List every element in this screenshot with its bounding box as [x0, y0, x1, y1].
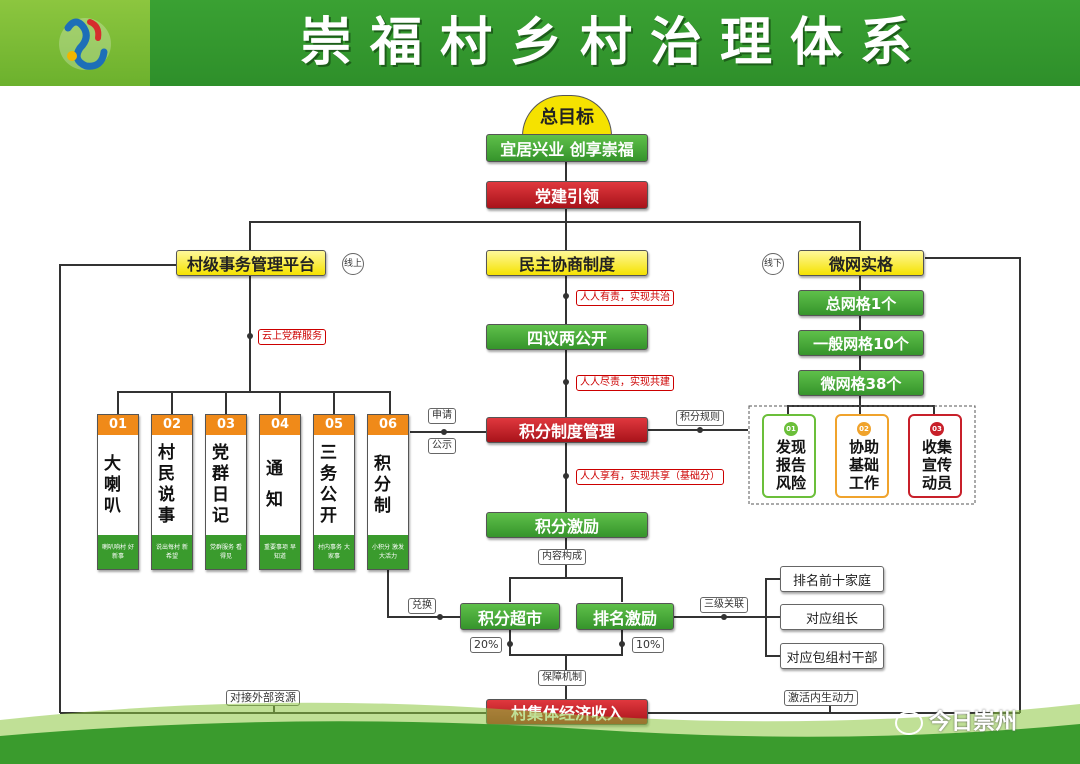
header-banner: 崇福村乡村治理体系 — [0, 0, 1080, 86]
rank-cadre-text: 对应包组村干部 — [786, 650, 878, 666]
three-level-tag: 三级关联 — [700, 597, 748, 613]
exchange-tag: 兑换 — [408, 598, 436, 614]
grid-general-text: 一般网格10个 — [813, 334, 909, 353]
resp3-tag: 人人享有，实现共享（基础分） — [576, 469, 724, 485]
grid-task-card-01: 01 发现报告风险 — [762, 414, 816, 498]
watermark-text: 今日崇州 — [929, 710, 1018, 735]
column-04: 04 通 知重要事项 早知道 — [259, 414, 301, 570]
goal-text: 宜居兴业 创享崇福 — [500, 140, 634, 159]
column-number: 01 — [98, 415, 138, 435]
grid-general-box: 一般网格10个 — [798, 330, 924, 356]
party-text: 党建引领 — [534, 187, 599, 206]
ranking-text: 排名激励 — [592, 608, 657, 628]
wechat-icon — [895, 711, 923, 735]
watermark: 今日崇州 — [895, 704, 1017, 736]
points-incentive-box: 积分激励 — [486, 512, 648, 538]
platform-box: 村级事务管理平台 — [176, 250, 326, 276]
offline-badge: 线下 — [762, 253, 784, 275]
column-title: 三务公开 — [316, 443, 336, 527]
column-02: 02 村民说事说出每村 新希望 — [151, 414, 193, 570]
column-06: 06 积分制小积分 激发大活力 — [367, 414, 409, 570]
column-footer: 重要事项 早知道 — [260, 535, 300, 569]
content-tag: 内容构成 — [538, 549, 586, 565]
card-text: 发现报告风险 — [775, 438, 806, 492]
rank-leader-box: 对应组长 — [780, 604, 884, 630]
logo-icon — [59, 18, 111, 70]
goal-box: 宜居兴业 创享崇福 — [486, 134, 648, 162]
rank-cadre-box: 对应包组村干部 — [780, 643, 884, 669]
card-number: 01 — [784, 422, 798, 436]
column-footer: 小积分 激发大活力 — [368, 535, 408, 569]
card-text: 协助基础工作 — [848, 438, 879, 492]
ranking-box: 排名激励 — [576, 603, 674, 630]
rank-top10-text: 排名前十家庭 — [792, 573, 871, 589]
card-text: 收集宣传动员 — [921, 438, 952, 492]
column-number: 02 — [152, 415, 192, 435]
column-footer: 喇叭响村 好新事 — [98, 535, 138, 569]
democracy-text: 民主协商制度 — [518, 255, 615, 274]
column-title: 党群日记 — [208, 443, 228, 527]
column-footer: 党群服务 看得见 — [206, 535, 246, 569]
grid-box: 微网实格 — [798, 250, 924, 276]
points-incentive-text: 积分激励 — [534, 517, 599, 536]
grid-task-card-03: 03 收集宣传动员 — [908, 414, 962, 498]
platform-text: 村级事务管理平台 — [186, 255, 315, 274]
publicize-tag: 公示 — [428, 438, 456, 454]
points-mgmt-box: 积分制度管理 — [486, 417, 648, 443]
resp2-tag: 人人尽责，实现共建 — [576, 375, 674, 391]
column-number: 05 — [314, 415, 354, 435]
page-title: 崇福村乡村治理体系 — [299, 13, 930, 73]
points-market-text: 积分超市 — [477, 608, 542, 628]
card-number: 03 — [930, 422, 944, 436]
democracy-box: 民主协商制度 — [486, 250, 648, 276]
grid-micro-text: 微网格38个 — [820, 374, 902, 393]
column-number: 04 — [260, 415, 300, 435]
grid-text: 微网实格 — [828, 255, 893, 274]
external-tag: 对接外部资源 — [226, 690, 300, 706]
column-title: 大喇叭 — [100, 453, 120, 517]
cloud-tag: 云上党群服务 — [258, 329, 326, 345]
column-title: 村民说事 — [154, 443, 174, 527]
column-footer: 说出每村 新希望 — [152, 535, 192, 569]
card-number: 02 — [857, 422, 871, 436]
points-mgmt-text: 积分制度管理 — [518, 422, 615, 441]
column-title: 积分制 — [370, 453, 390, 517]
column-number: 06 — [368, 415, 408, 435]
grid-total-text: 总网格1个 — [825, 294, 897, 313]
column-footer: 村内事务 大家事 — [314, 535, 354, 569]
online-badge: 线上 — [342, 253, 364, 275]
internal-tag: 激活内生动力 — [784, 690, 858, 706]
bottom-wave — [0, 702, 1080, 764]
siyi-box: 四议两公开 — [486, 324, 648, 350]
column-05: 05 三务公开村内事务 大家事 — [313, 414, 355, 570]
rank-leader-text: 对应组长 — [805, 611, 858, 627]
column-number: 03 — [206, 415, 246, 435]
goal-title-text: 总目标 — [540, 107, 594, 128]
points-rules-tag: 积分规则 — [676, 410, 724, 426]
column-title: 通 知 — [262, 459, 282, 511]
apply-tag: 申请 — [428, 408, 456, 424]
points-market-box: 积分超市 — [460, 603, 560, 630]
party-box: 党建引领 — [486, 181, 648, 209]
grid-task-card-02: 02 协助基础工作 — [835, 414, 889, 498]
pct-market-tag: 20% — [470, 637, 503, 653]
guarantee-tag: 保障机制 — [538, 670, 586, 686]
siyi-text: 四议两公开 — [526, 329, 607, 348]
rank-top10-box: 排名前十家庭 — [780, 566, 884, 592]
column-03: 03 党群日记党群服务 看得见 — [205, 414, 247, 570]
resp1-tag: 人人有责，实现共治 — [576, 290, 674, 306]
column-01: 01 大喇叭喇叭响村 好新事 — [97, 414, 139, 570]
logo-panel — [0, 0, 150, 86]
pct-rank-tag: 10% — [632, 637, 665, 653]
grid-total-box: 总网格1个 — [798, 290, 924, 316]
grid-micro-box: 微网格38个 — [798, 370, 924, 396]
